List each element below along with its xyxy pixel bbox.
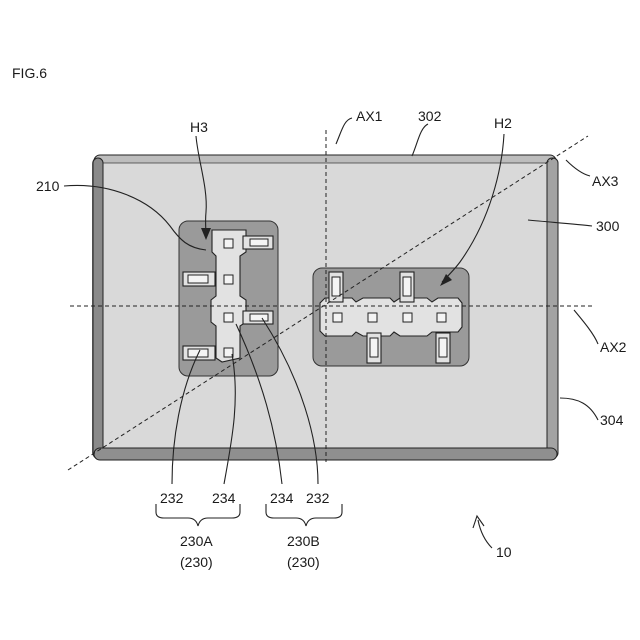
- label-h2: H2: [494, 115, 512, 131]
- label-234-right: 234: [270, 490, 294, 506]
- label-234-left: 234: [212, 490, 236, 506]
- board-left-edge: [93, 158, 103, 458]
- leader-ax1: [336, 118, 352, 144]
- label-10: 10: [496, 544, 512, 560]
- leader-302: [412, 124, 428, 156]
- via: [403, 313, 412, 322]
- brace-230b: [266, 504, 342, 526]
- via: [224, 239, 233, 248]
- leader-ax3: [566, 160, 590, 176]
- via: [368, 313, 377, 322]
- leader-10: [478, 520, 492, 548]
- label-300: 300: [596, 218, 620, 234]
- label-ax1: AX1: [356, 108, 383, 124]
- vert-pad-top-1-inner: [332, 277, 340, 296]
- side-pad-top-right-inner: [250, 239, 268, 246]
- label-210: 210: [36, 178, 60, 194]
- via: [224, 275, 233, 284]
- via: [333, 313, 342, 322]
- via: [224, 348, 233, 357]
- via: [437, 313, 446, 322]
- leader-304: [560, 398, 598, 420]
- label-h3: H3: [190, 119, 208, 135]
- leader-ax2: [574, 310, 598, 344]
- label-232-left: 232: [160, 490, 184, 506]
- board-right-edge: [547, 158, 558, 458]
- label-ax2: AX2: [600, 339, 627, 355]
- label-302: 302: [418, 108, 442, 124]
- vert-pad-bottom-1-inner: [370, 338, 378, 357]
- label-304: 304: [600, 412, 624, 428]
- vert-pad-top-2-inner: [403, 277, 411, 296]
- chip-210: [179, 221, 278, 376]
- brace-230a: [156, 504, 240, 526]
- label-232-right: 232: [306, 490, 330, 506]
- label-ax3: AX3: [592, 173, 619, 189]
- side-pad-mid-right-inner: [250, 314, 268, 321]
- label-230a-sub: (230): [180, 554, 213, 570]
- fig-label: FIG.6: [12, 65, 47, 81]
- vert-pad-bottom-2-inner: [439, 338, 447, 357]
- label-230b: 230B: [287, 533, 320, 549]
- via: [224, 313, 233, 322]
- label-230a: 230A: [180, 533, 213, 549]
- side-pad-mid-left-inner: [188, 275, 208, 283]
- label-230b-sub: (230): [287, 554, 320, 570]
